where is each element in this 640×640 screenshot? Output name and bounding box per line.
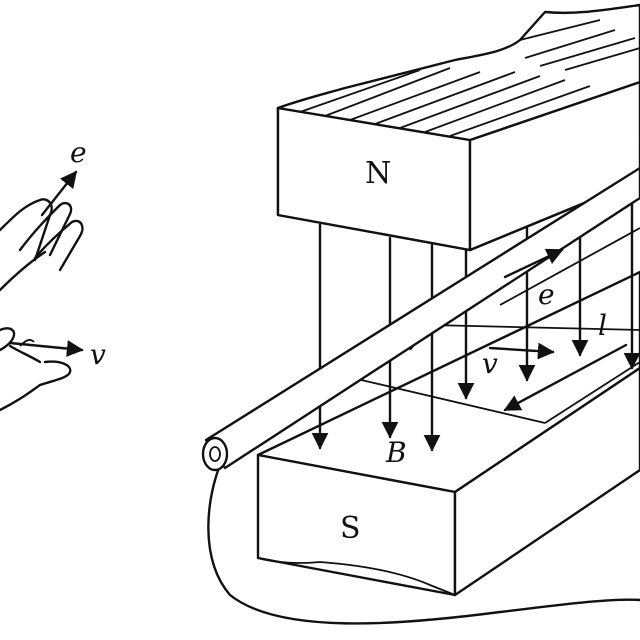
arrow-e [503,248,564,279]
hand-arrow-e [40,170,78,217]
right-hand-illustration [0,198,84,412]
hand-arrow-v [8,340,84,357]
south-pole-label: S [340,511,361,546]
hand-label-v: v [90,338,106,371]
south-magnet [256,270,640,597]
label-v: v [482,347,498,380]
hand-label-e: e [70,136,87,169]
label-B: B [385,436,407,469]
label-e: e [538,278,555,311]
conductor-rod [201,166,640,472]
circuit-wire [207,458,640,625]
north-pole-label: N [365,156,391,191]
north-magnet [276,3,640,252]
arrow-l [503,343,628,412]
hatching [299,19,640,137]
label-l: l [598,309,607,342]
arrow-v [488,342,555,360]
